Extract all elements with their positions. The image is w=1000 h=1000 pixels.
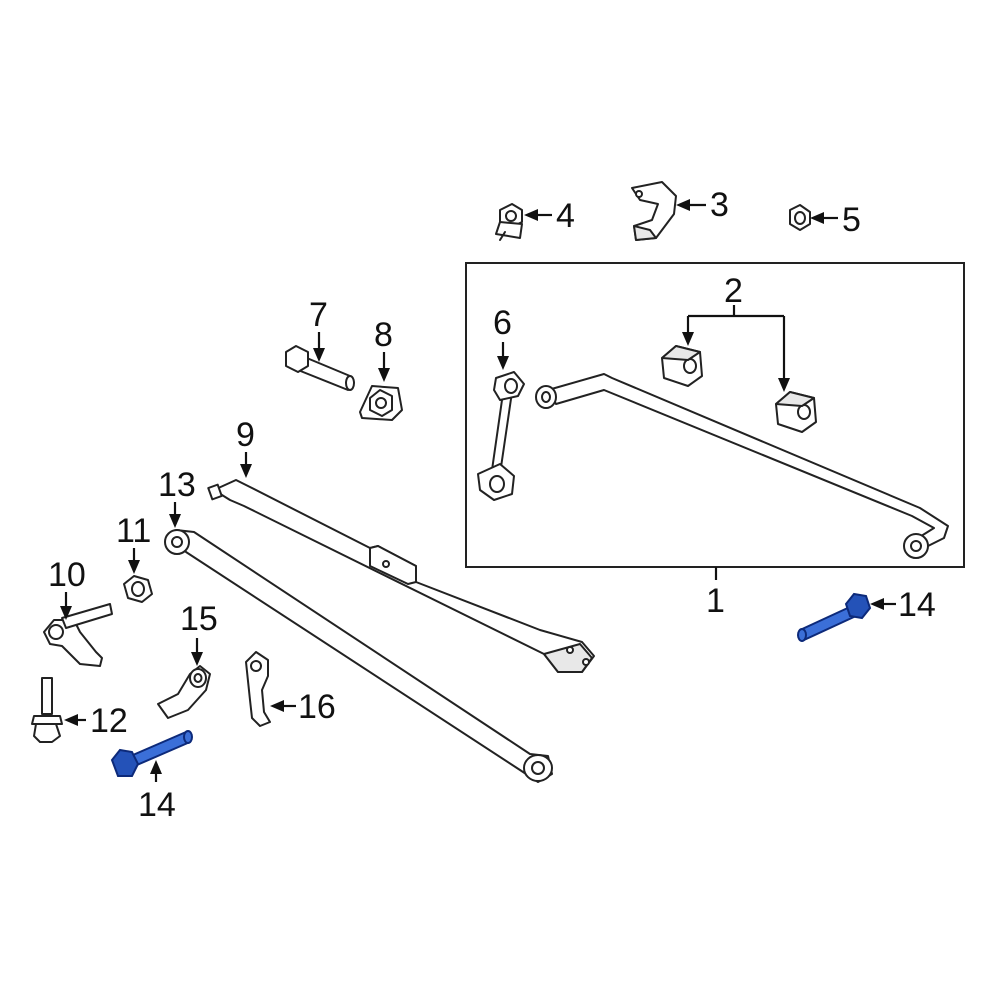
part-12-bolt[interactable] <box>31 677 63 743</box>
callout-11: 11 <box>116 512 151 550</box>
callout-13: 13 <box>158 466 196 504</box>
part-10-bracket[interactable] <box>43 603 113 667</box>
part-1-stabilizer-bar[interactable] <box>535 373 949 559</box>
part-8-nut-plate[interactable] <box>359 385 403 421</box>
part-14-bolt-right[interactable] <box>797 592 872 642</box>
callout-14-left: 14 <box>138 786 176 824</box>
callout-2: 2 <box>724 272 743 310</box>
part-2-bushing-left[interactable] <box>661 345 703 387</box>
callout-10: 10 <box>48 556 86 594</box>
callout-1: 1 <box>706 582 725 620</box>
callout-8: 8 <box>374 316 393 354</box>
part-7-bolt[interactable] <box>285 345 355 391</box>
callout-16: 16 <box>298 688 336 726</box>
part-9-arm[interactable] <box>207 479 595 673</box>
leader-lines <box>60 199 896 782</box>
callout-4: 4 <box>556 197 575 235</box>
callout-6: 6 <box>493 304 512 342</box>
part-15-bracket[interactable] <box>157 665 211 719</box>
stabilizer-assembly-box <box>465 262 965 568</box>
callout-9: 9 <box>236 416 255 454</box>
callout-15: 15 <box>180 600 218 638</box>
part-13-track-bar[interactable] <box>164 529 553 783</box>
part-6-stabilizer-link[interactable] <box>477 371 525 501</box>
part-11-nut[interactable] <box>123 575 153 603</box>
callout-14-right: 14 <box>898 586 936 624</box>
part-4-nut[interactable] <box>495 203 523 241</box>
part-2-bushing-right[interactable] <box>775 391 817 433</box>
callout-12: 12 <box>90 702 128 740</box>
part-5-nut[interactable] <box>789 204 811 231</box>
part-16-bracket[interactable] <box>245 651 271 727</box>
part-14-bolt-left[interactable] <box>110 730 193 777</box>
callout-7: 7 <box>309 296 328 334</box>
callout-3: 3 <box>710 186 729 224</box>
part-3-bracket[interactable] <box>631 181 677 241</box>
callout-5: 5 <box>842 201 861 239</box>
